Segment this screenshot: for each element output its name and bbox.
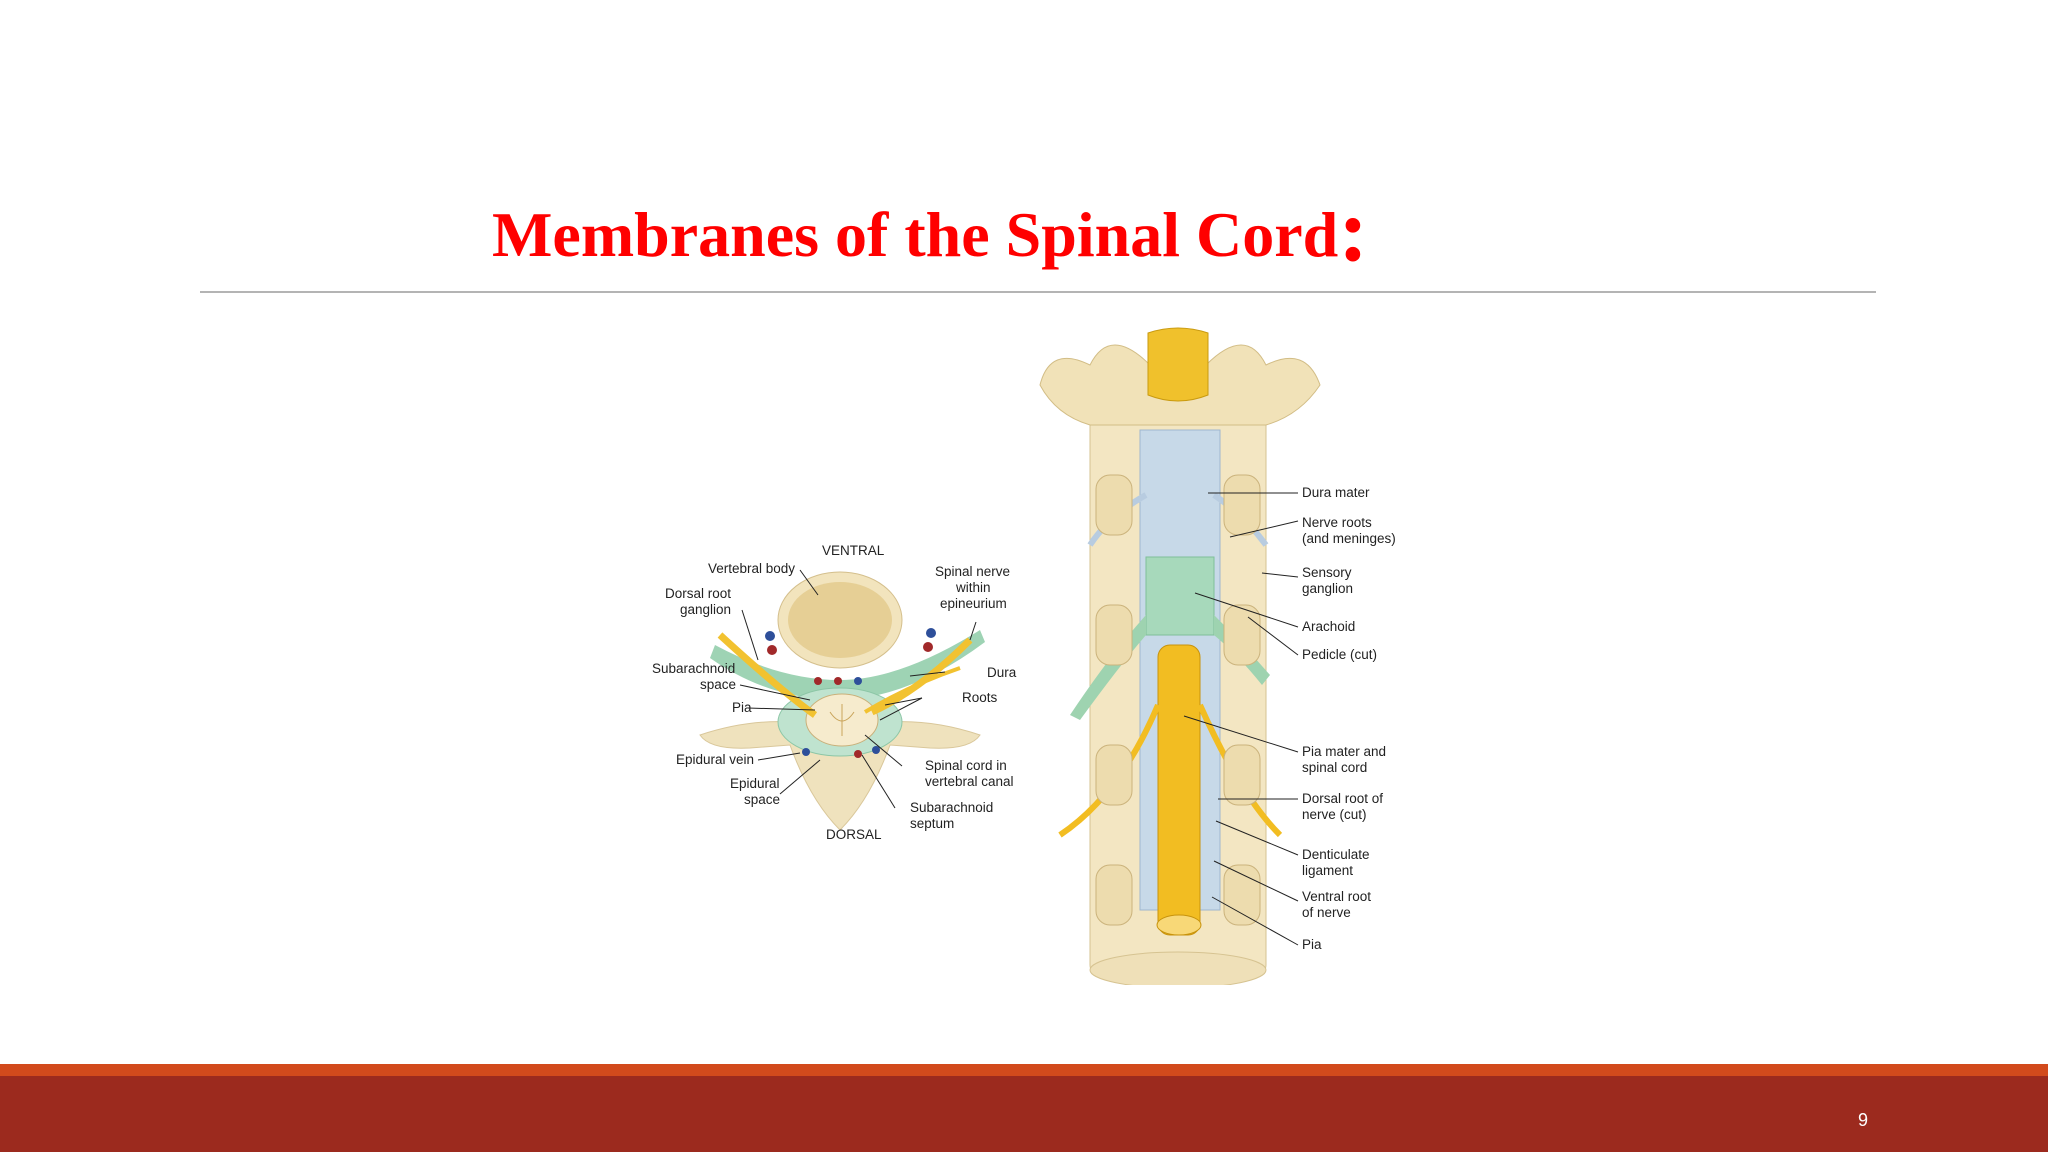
label-pia: Pia <box>732 700 752 715</box>
label-dorsal: DORSAL <box>826 827 882 842</box>
label-dura: Dura <box>987 665 1017 680</box>
label-roots: Roots <box>962 690 998 705</box>
label-pia-mater-1: Pia mater and <box>1302 744 1386 759</box>
label-vertebral-body: Vertebral body <box>708 561 795 576</box>
label-epidural-vein: Epidural vein <box>676 752 754 767</box>
label-dorsal-root-ganglion-1: Dorsal root <box>665 586 731 601</box>
footer-bar: 9 <box>0 1076 2048 1152</box>
label-dorsal-root-2: nerve (cut) <box>1302 807 1367 822</box>
label-pia-long: Pia <box>1302 937 1322 952</box>
label-epidural-space-1: Epidural <box>730 776 780 791</box>
label-sensory-ganglion-2: ganglion <box>1302 581 1353 596</box>
label-spinal-nerve-2: within <box>955 580 991 595</box>
label-denticulate-1: Denticulate <box>1302 847 1370 862</box>
label-denticulate-2: ligament <box>1302 863 1353 878</box>
label-spinal-nerve-1: Spinal nerve <box>935 564 1010 579</box>
label-dorsal-root-1: Dorsal root of <box>1302 791 1383 806</box>
label-arachoid: Arachoid <box>1302 619 1355 634</box>
label-nerve-roots-2: (and meninges) <box>1302 531 1396 546</box>
page-number: 9 <box>1857 1110 1868 1130</box>
label-subarachnoid-space-2: space <box>700 677 736 692</box>
label-epidural-space-2: space <box>744 792 780 807</box>
label-ventral-root-2: of nerve <box>1302 905 1351 920</box>
label-pia-mater-2: spinal cord <box>1302 760 1367 775</box>
slide-title: Membranes of the Spinal Cord: <box>492 186 1368 276</box>
label-sensory-ganglion-1: Sensory <box>1302 565 1352 580</box>
label-dorsal-root-ganglion-2: ganglion <box>680 602 731 617</box>
longitudinal-figure: Dura mater Nerve roots (and meninges) Se… <box>1030 325 1402 989</box>
label-ventral: VENTRAL <box>822 543 885 558</box>
slide-title-colon: : <box>1338 181 1369 280</box>
cross-section-figure: VENTRAL Vertebral body Dorsal root gangl… <box>640 540 1040 860</box>
cross-section-illustration: VENTRAL Vertebral body Dorsal root gangl… <box>652 543 1017 842</box>
label-spinal-nerve-3: epineurium <box>940 596 1007 611</box>
label-subarachnoid-space-1: Subarachnoid <box>652 661 735 676</box>
label-ventral-root-1: Ventral root <box>1302 889 1371 904</box>
longitudinal-illustration: Dura mater Nerve roots (and meninges) Se… <box>1039 327 1396 989</box>
label-nerve-roots-1: Nerve roots <box>1302 515 1372 530</box>
label-pedicle: Pedicle (cut) <box>1302 647 1377 662</box>
title-divider <box>200 291 1876 293</box>
footer-accent-bar <box>0 1064 2048 1076</box>
label-subarachnoid-septum-1: Subarachnoid <box>910 800 993 815</box>
label-spinal-cord-2: vertebral canal <box>925 774 1014 789</box>
slide-title-text: Membranes of the Spinal Cord <box>492 199 1339 270</box>
label-subarachnoid-septum-2: septum <box>910 816 954 831</box>
label-spinal-cord-1: Spinal cord in <box>925 758 1007 773</box>
label-dura-mater: Dura mater <box>1302 485 1370 500</box>
